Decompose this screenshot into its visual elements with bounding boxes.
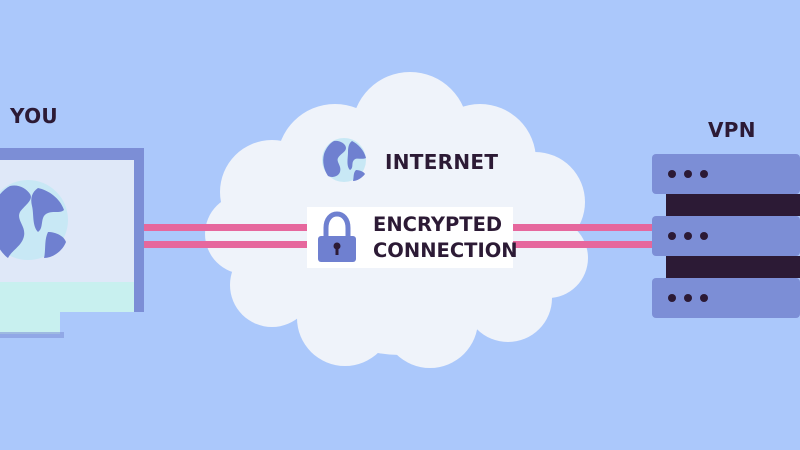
encrypted-connection-label: ENCRYPTED CONNECTION	[373, 212, 518, 264]
internet-label: INTERNET	[385, 150, 499, 174]
tunnel-line-bottom-right	[512, 241, 654, 248]
you-label: YOU	[10, 104, 58, 128]
tunnel-line-bottom-left	[142, 241, 308, 248]
globe-icon-internet	[322, 138, 366, 182]
tunnel-line-top-left	[142, 224, 308, 231]
encrypted-tunnel	[142, 224, 654, 248]
server-rack-icon	[652, 154, 800, 318]
encrypted-connection-box: ENCRYPTED CONNECTION	[307, 207, 518, 268]
globe-icon-monitor	[0, 180, 68, 260]
encrypted-label-line2: CONNECTION	[373, 239, 518, 262]
tunnel-line-top-right	[512, 224, 654, 231]
encrypted-label-line1: ENCRYPTED	[373, 213, 503, 236]
server-gap-1	[666, 194, 800, 216]
internet-cloud	[205, 72, 588, 368]
vpn-label: VPN	[708, 118, 756, 142]
server-gap-2	[666, 256, 800, 278]
server-unit-2	[652, 216, 800, 256]
padlock-icon	[318, 211, 356, 262]
server-status-dots	[668, 170, 708, 302]
server-unit-3	[652, 278, 800, 318]
server-unit-1	[652, 154, 800, 194]
